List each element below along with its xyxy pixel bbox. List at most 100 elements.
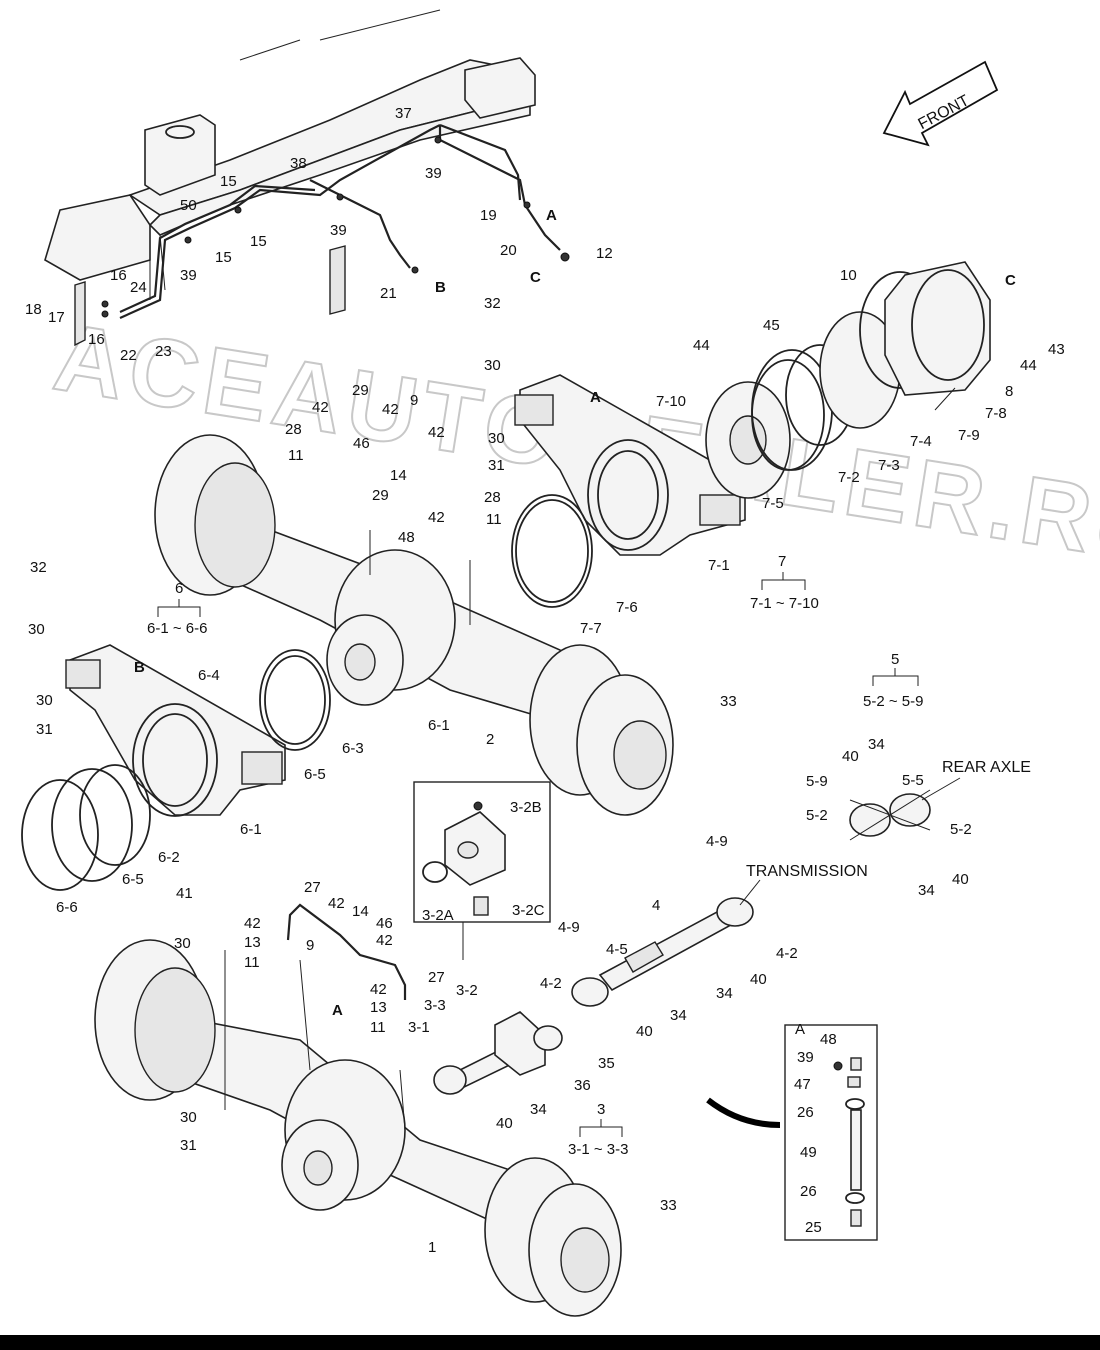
callout-42b: 42 (382, 401, 399, 418)
callout-24: 24 (130, 279, 147, 296)
detail-a-label: 49 (800, 1144, 817, 1161)
transmission-caption: TRANSMISSION (746, 863, 868, 880)
callout-15b: 15 (250, 233, 267, 250)
callout-4-2a: 4-2 (776, 945, 798, 962)
callout-37: 37 (395, 105, 412, 122)
callout-7-3: 7-3 (878, 457, 900, 474)
callout-9b: 9 (306, 937, 314, 954)
callout-2: 2 (486, 731, 494, 748)
callout-45: 45 (763, 317, 780, 334)
callout-50: 50 (180, 197, 197, 214)
callout-14a: 14 (390, 467, 407, 484)
callout-40c: 40 (750, 971, 767, 988)
callout-14b: 14 (352, 903, 369, 920)
callout-28b: 28 (484, 489, 501, 506)
callout-42f: 42 (244, 915, 261, 932)
callout-12: 12 (596, 245, 613, 262)
callout-7-5: 7-5 (762, 495, 784, 512)
callout-41: 41 (176, 885, 193, 902)
callout-C1: C (530, 269, 541, 286)
callout-30b: 30 (488, 430, 505, 447)
detail-a-box (706, 1024, 878, 1241)
callout-42e: 42 (328, 895, 345, 912)
captions: REAR AXLE TRANSMISSION 7 7-1 ~ 7-10 6 6-… (147, 553, 1031, 1236)
callout-A2: A (590, 389, 601, 406)
universal-joint-5 (849, 789, 931, 841)
callout-15c: 15 (215, 249, 232, 266)
callout-3-2C: 3-2C (512, 902, 545, 919)
inset-box-3-2 (413, 781, 551, 960)
detail-a-label: 39 (797, 1049, 814, 1066)
callout-13a: 13 (244, 934, 261, 951)
callout-5-5: 5-5 (902, 772, 924, 789)
group-6-number: 6 (175, 580, 183, 597)
callout-28a: 28 (285, 421, 302, 438)
callout-39a: 39 (425, 165, 442, 182)
front-arrow-icon: FRONT (882, 60, 999, 147)
group-5-range: 5-2 ~ 5-9 (863, 693, 923, 710)
callout-6-1b: 6-1 (240, 821, 262, 838)
callout-43: 43 (1048, 341, 1065, 358)
callout-20: 20 (500, 242, 517, 259)
detail-a-label: 26 (800, 1183, 817, 1200)
propeller-shaft-4 (571, 897, 754, 1007)
callout-5-9: 5-9 (806, 773, 828, 790)
front-axle-assembly (94, 903, 622, 1317)
callout-33a: 33 (720, 693, 737, 710)
callout-3-2B: 3-2B (510, 799, 542, 816)
callout-6-3: 6-3 (342, 740, 364, 757)
callout-34e: 34 (530, 1101, 547, 1118)
bottom-border (0, 1335, 1100, 1350)
callout-32a: 32 (484, 295, 501, 312)
vehicle-frame (44, 9, 536, 347)
callout-4-2b: 4-2 (540, 975, 562, 992)
callout-6-5a: 6-5 (304, 766, 326, 783)
callout-6-6: 6-6 (56, 899, 78, 916)
callout-7-1: 7-1 (708, 557, 730, 574)
callout-32b: 32 (30, 559, 47, 576)
callout-17: 17 (48, 309, 65, 326)
callout-4-9b: 4-9 (558, 919, 580, 936)
callout-44b: 44 (693, 337, 710, 354)
callout-7-8: 7-8 (985, 405, 1007, 422)
callout-34d: 34 (670, 1007, 687, 1024)
callout-11d: 11 (370, 1019, 386, 1036)
callout-4: 4 (652, 897, 660, 914)
callout-42c: 42 (428, 424, 445, 441)
callout-46a: 46 (353, 435, 370, 452)
callout-42d: 42 (428, 509, 445, 526)
callout-34b: 34 (918, 882, 935, 899)
front-trunnion-mount (21, 644, 331, 891)
callout-22: 22 (120, 347, 137, 364)
callout-8: 8 (1005, 383, 1013, 400)
rear-axle-caption: REAR AXLE (942, 759, 1031, 776)
callout-3-2A: 3-2A (422, 907, 454, 924)
callout-A1: A (546, 207, 557, 224)
callout-34c: 34 (716, 985, 733, 1002)
callout-16a: 16 (110, 267, 127, 284)
callout-42h: 42 (370, 981, 387, 998)
callout-7-4: 7-4 (910, 433, 932, 450)
propeller-shaft-3 (433, 1011, 563, 1095)
callout-4-9a: 4-9 (706, 833, 728, 850)
callout-35: 35 (598, 1055, 615, 1072)
callout-30f: 30 (180, 1109, 197, 1126)
callout-7-7: 7-7 (580, 620, 602, 637)
callout-27a: 27 (304, 879, 321, 896)
callout-11b: 11 (486, 511, 502, 528)
callout-7-9: 7-9 (958, 427, 980, 444)
group-brackets (157, 572, 919, 1137)
callout-4-5: 4-5 (606, 941, 628, 958)
callout-38: 38 (290, 155, 307, 172)
callout-7-6: 7-6 (616, 599, 638, 616)
brake-assembly-parts (705, 261, 991, 499)
callout-6-1a: 6-1 (428, 717, 450, 734)
callout-39b: 39 (180, 267, 197, 284)
detail-a-label: 26 (797, 1104, 814, 1121)
callout-11c: 11 (244, 954, 260, 971)
callout-34a: 34 (868, 736, 885, 753)
callout-6-4: 6-4 (198, 667, 220, 684)
detail-a-label: 48 (820, 1031, 837, 1048)
callout-A3: A (332, 1002, 343, 1019)
callout-B1: B (435, 279, 446, 296)
